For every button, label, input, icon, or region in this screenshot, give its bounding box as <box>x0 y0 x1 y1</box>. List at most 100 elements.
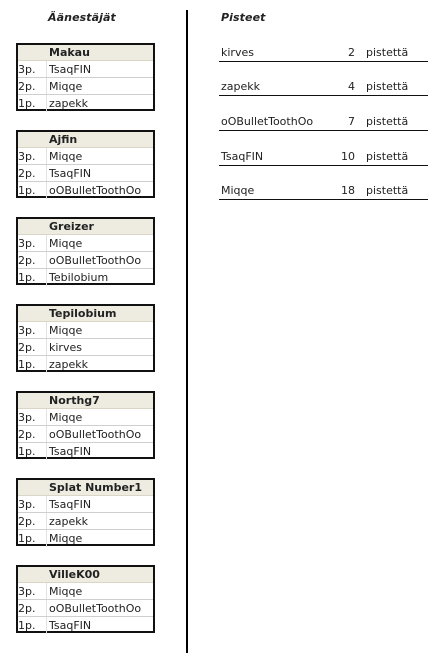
vote-row: 1p. oOBulletToothOo <box>18 182 153 199</box>
vote-separator <box>46 583 47 599</box>
vote-row: 2p. oOBulletToothOo <box>18 600 153 617</box>
voter-name: Splat Number1 <box>49 481 142 494</box>
vote-separator <box>46 269 47 286</box>
vote-player: oOBulletToothOo <box>49 602 142 615</box>
score-row-tsaqfin: TsaqFIN 10 pistettä <box>219 150 428 166</box>
vote-row: 3p. Miqqe <box>18 583 153 600</box>
voter-card-header: Makau <box>18 45 153 61</box>
vote-row: 2p. zapekk <box>18 513 153 530</box>
vote-separator <box>46 165 47 181</box>
vote-player: TsaqFIN <box>49 445 92 458</box>
vote-rank: 2p. <box>18 428 36 441</box>
vote-rank: 1p. <box>18 358 36 371</box>
score-points: 4 <box>348 80 355 93</box>
score-player: Miqqe <box>221 184 255 197</box>
vote-separator <box>46 61 47 77</box>
score-player: kirves <box>221 46 254 59</box>
vote-row: 1p. TsaqFIN <box>18 617 153 634</box>
vote-rank: 3p. <box>18 63 36 76</box>
vote-separator <box>46 148 47 164</box>
vote-row: 1p. Tebilobium <box>18 269 153 286</box>
vote-row: 2p. oOBulletToothOo <box>18 426 153 443</box>
vote-player: Miqqe <box>49 324 83 337</box>
vote-player: oOBulletToothOo <box>49 184 142 197</box>
vote-player: TsaqFIN <box>49 63 92 76</box>
vote-separator <box>46 617 47 634</box>
vote-rank: 1p. <box>18 271 36 284</box>
vote-player: oOBulletToothOo <box>49 428 142 441</box>
vote-row: 2p. oOBulletToothOo <box>18 252 153 269</box>
vote-separator <box>46 252 47 268</box>
score-row-zapekk: zapekk 4 pistettä <box>219 80 428 96</box>
vote-player: TsaqFIN <box>49 498 92 511</box>
score-unit: pistettä <box>366 46 409 59</box>
voter-card-tepilobium: Tepilobium 3p. Miqqe 2p. kirves 1p. zape… <box>16 304 155 373</box>
vote-rank: 2p. <box>18 167 36 180</box>
voter-card-header: VilleK00 <box>18 567 153 583</box>
vote-player: Miqqe <box>49 150 83 163</box>
voter-card-header: Greizer <box>18 219 153 235</box>
voter-card-northg7: Northg7 3p. Miqqe 2p. oOBulletToothOo 1p… <box>16 391 155 460</box>
vote-separator <box>46 322 47 338</box>
score-points: 7 <box>348 115 355 128</box>
vote-separator <box>46 426 47 442</box>
voter-card-villek00: VilleK00 3p. Miqqe 2p. oOBulletToothOo 1… <box>16 565 155 634</box>
vote-separator <box>46 496 47 512</box>
voter-card-ajfin: Ajfin 3p. Miqqe 2p. TsaqFIN 1p. oOBullet… <box>16 130 155 199</box>
score-player: zapekk <box>221 80 261 93</box>
voter-name: Makau <box>49 46 90 59</box>
vote-player: TsaqFIN <box>49 167 92 180</box>
score-row-kirves: kirves 2 pistettä <box>219 46 428 62</box>
vote-separator <box>46 356 47 373</box>
score-unit: pistettä <box>366 80 409 93</box>
score-row-miqqe: Miqqe 18 pistettä <box>219 184 428 200</box>
vote-player: kirves <box>49 341 82 354</box>
vote-rank: 1p. <box>18 619 36 632</box>
vote-rank: 1p. <box>18 445 36 458</box>
vote-row: 1p. zapekk <box>18 356 153 373</box>
voter-name: VilleK00 <box>49 568 100 581</box>
vote-row: 2p. kirves <box>18 339 153 356</box>
voter-card-header: Northg7 <box>18 393 153 409</box>
vote-player: Miqqe <box>49 237 83 250</box>
vote-separator <box>46 235 47 251</box>
vote-player: zapekk <box>49 358 89 371</box>
vertical-divider <box>186 10 188 653</box>
vote-player: TsaqFIN <box>49 619 92 632</box>
score-points: 10 <box>341 150 355 163</box>
vote-rank: 3p. <box>18 324 36 337</box>
score-player: oOBulletToothOo <box>221 115 314 128</box>
vote-row: 3p. Miqqe <box>18 235 153 252</box>
voter-card-header: Tepilobium <box>18 306 153 322</box>
score-unit: pistettä <box>366 184 409 197</box>
vote-row: 2p. TsaqFIN <box>18 165 153 182</box>
vote-rank: 1p. <box>18 184 36 197</box>
vote-separator <box>46 600 47 616</box>
vote-row: 2p. Miqqe <box>18 78 153 95</box>
vote-rank: 3p. <box>18 237 36 250</box>
vote-separator <box>46 513 47 529</box>
vote-separator <box>46 530 47 547</box>
vote-player: Tebilobium <box>49 271 109 284</box>
vote-row: 1p. zapekk <box>18 95 153 112</box>
vote-rank: 1p. <box>18 97 36 110</box>
vote-player: Miqqe <box>49 532 83 545</box>
vote-separator <box>46 182 47 199</box>
vote-row: 3p. TsaqFIN <box>18 496 153 513</box>
vote-row: 3p. Miqqe <box>18 148 153 165</box>
scores-heading: Pisteet <box>221 11 266 24</box>
score-player: TsaqFIN <box>221 150 264 163</box>
vote-player: Miqqe <box>49 411 83 424</box>
voter-card-header: Splat Number1 <box>18 480 153 496</box>
vote-player: Miqqe <box>49 585 83 598</box>
voter-name: Ajfin <box>49 133 78 146</box>
vote-separator <box>46 443 47 460</box>
vote-row: 1p. Miqqe <box>18 530 153 547</box>
score-points: 18 <box>341 184 355 197</box>
voter-card-header: Ajfin <box>18 132 153 148</box>
voter-name: Northg7 <box>49 394 100 407</box>
vote-player: zapekk <box>49 97 89 110</box>
voters-heading: Äänestäjät <box>48 11 116 24</box>
vote-separator <box>46 409 47 425</box>
vote-rank: 3p. <box>18 498 36 511</box>
